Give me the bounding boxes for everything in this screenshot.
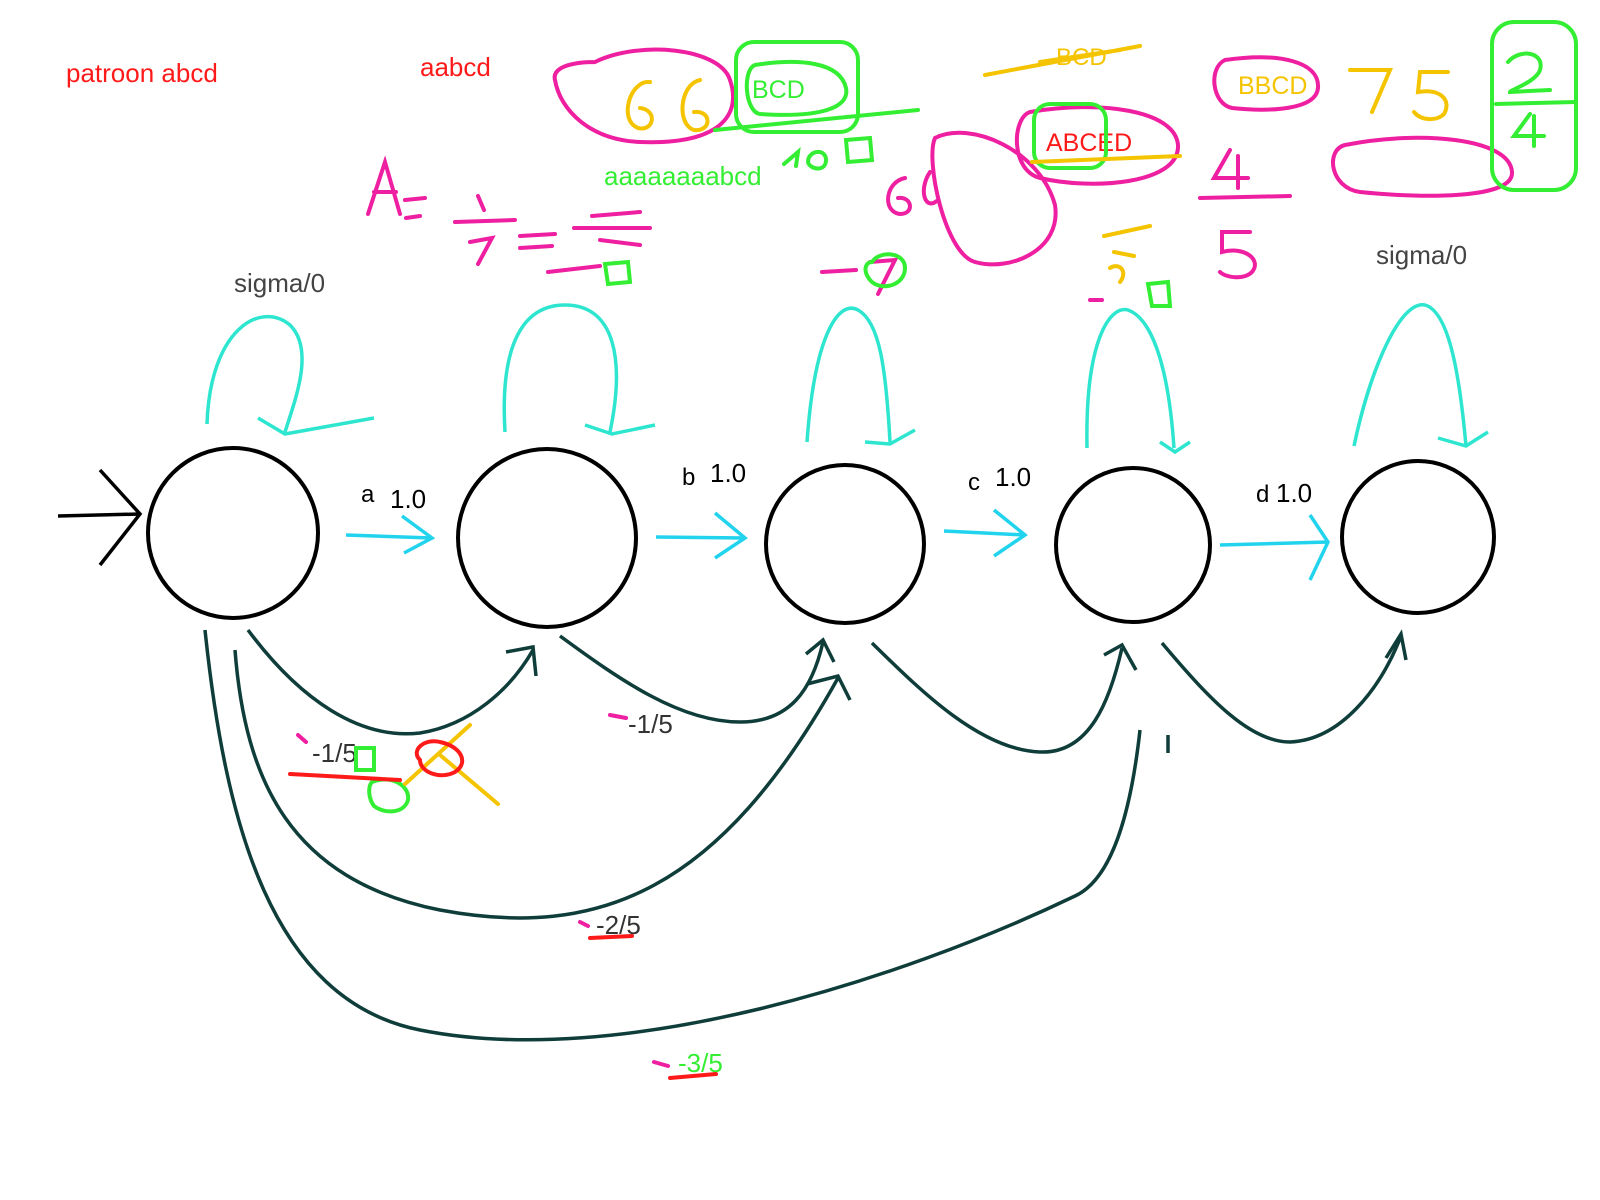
scribble-small-ticks [296,298,1104,1068]
loop-state-2 [805,306,916,446]
scribble-2-over-4 [1494,51,1578,148]
underline-skip1 [288,772,402,782]
transition-d-weight: 1.0 [1276,478,1312,508]
bbcd-label: BBCD [1238,72,1307,100]
initial-arrow [57,468,143,567]
scribble-strike-abced [1030,154,1182,164]
arrow-b [655,511,748,560]
state-1 [456,447,638,629]
skip-0-2 [233,649,852,920]
scribble-green-0-c [1145,279,1173,308]
arrow-d [1219,514,1331,581]
scribble-green-0-d [367,777,411,814]
pattern-label: patroon abcd [66,58,218,88]
example-aaaaaaaabcd: aaaaaaaabcd [604,161,762,191]
transition-a-weight: 1.0 [390,484,426,514]
skip-arrows [203,628,1408,1042]
skip-3-4 [1160,629,1408,744]
sigma-loop-label-first: sigma/0 [234,268,325,298]
scribble-yellow-fraction [1102,224,1152,284]
transition-a-symbol: a [361,481,375,508]
state-3 [1054,466,1212,624]
scribble-35-circle [930,130,1058,267]
scribble-66 [625,78,710,133]
scribble-50-circle [1331,135,1515,198]
scribble-green-block [354,746,376,772]
scribble-4-5 [1198,148,1292,280]
transition-d-symbol: d [1256,481,1269,508]
scribble-strike-bcd [983,44,1142,77]
transition-b-symbol: b [682,464,695,491]
state-4 [1340,459,1496,615]
states [146,446,1496,629]
loop-state-3 [1085,307,1191,455]
transition-b-weight: 1.0 [710,458,746,488]
scribble-100 [782,135,875,171]
scribble-75 [1348,68,1450,121]
skip-0-1 [246,628,538,736]
scribble-bbcd-circle [1212,55,1321,112]
underline-skip2 [588,934,634,940]
underline-skip3 [668,1072,718,1080]
scribble-24-box [1490,20,1578,192]
skip-weight-1b: -1/5 [628,709,673,739]
scribble-yellow-x [403,723,500,806]
self-loops [205,303,1489,455]
arrow-a [345,514,436,555]
sigma-loop-label-last: sigma/0 [1376,240,1467,270]
scribble-green-0-b [863,252,908,289]
transition-c-symbol: c [968,469,980,496]
example-aabcd: aabcd [420,52,491,82]
scribble-bcd-inner [744,59,849,117]
forward-arrows [345,508,1331,581]
transition-c-weight: 1.0 [995,462,1031,492]
skip-1-2 [558,634,836,724]
skip-2-3 [870,641,1138,754]
state-2 [764,463,926,625]
state-0 [146,446,320,620]
skip-weight-1a: -1/5 [312,738,357,768]
loop-state-4 [1352,303,1489,448]
loop-state-1 [502,303,656,436]
abced-label: ABCED [1046,129,1132,157]
loop-state-0 [205,314,375,436]
annotations [288,20,1578,1080]
scribble-66-circle [552,47,736,145]
scribble-underline-bcd [713,108,920,132]
arrow-c [943,508,1028,558]
scribble-red-x [414,739,465,778]
scribble-green-0-a [602,259,633,287]
scribble-a-formula [366,155,652,274]
scribble-6-10 [820,170,940,296]
scribble-abced-box [1032,102,1108,170]
scribble-bcd-box [734,40,860,134]
bcd-label: BCD [752,76,805,104]
skip-0-3 [203,629,1142,1042]
